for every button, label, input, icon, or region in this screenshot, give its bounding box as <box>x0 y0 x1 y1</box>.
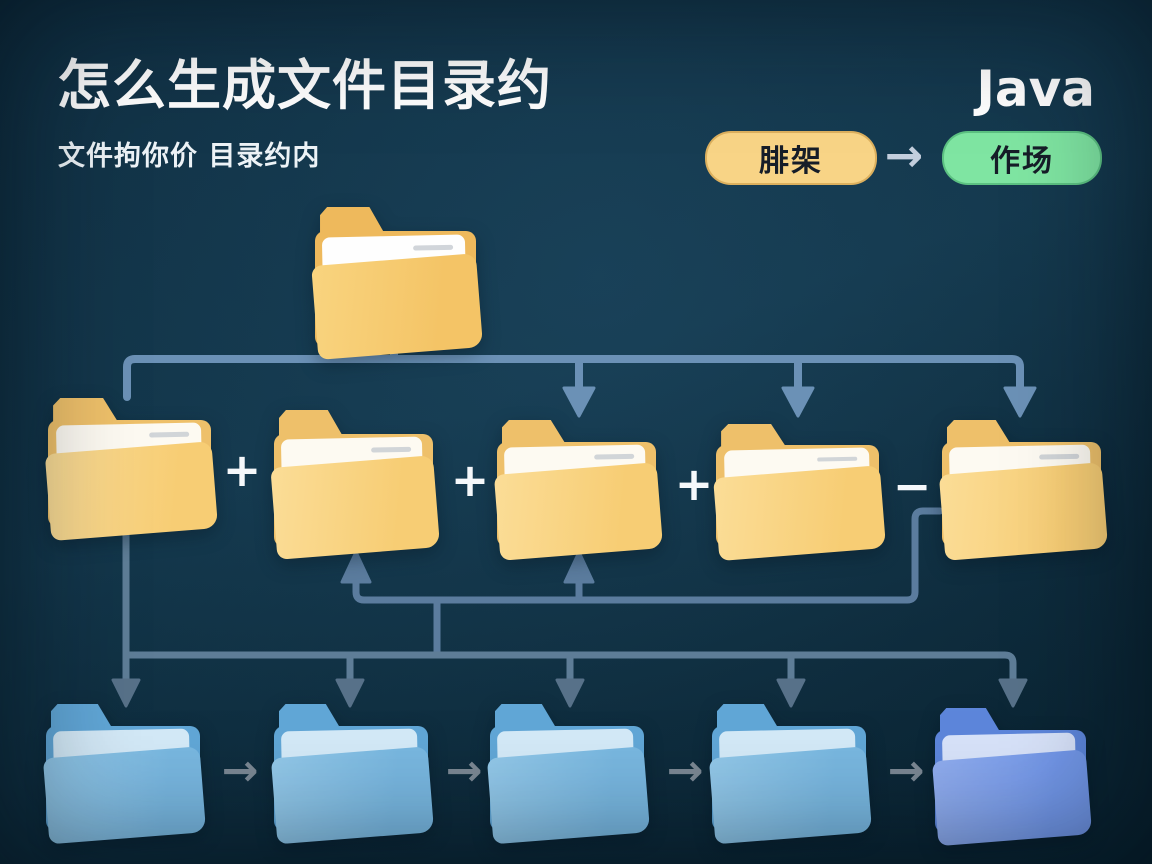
language-label: Java <box>976 60 1095 118</box>
down-arrowhead-child-4 <box>781 386 815 418</box>
down-arrowhead-output-1 <box>111 678 141 708</box>
root-folder-icon <box>311 207 484 361</box>
child-folder-1-icon <box>45 398 219 541</box>
top-distribution-line <box>123 355 1024 401</box>
operator-plus-2: + <box>450 453 490 507</box>
flow-arrow-1: → <box>221 745 259 797</box>
legend-target-badge: 作场 <box>942 131 1102 185</box>
legend-source-badge: 腓架 <box>705 131 877 185</box>
output-folder-3-icon <box>487 704 651 845</box>
down-arrowhead-child-5 <box>1003 386 1037 418</box>
down-arrowhead-output-5 <box>998 678 1028 708</box>
down-arrowhead-output-3 <box>555 678 585 708</box>
child-folder-3-icon <box>494 420 664 561</box>
page-subtitle: 文件拘你价 目录约内 <box>58 141 321 172</box>
child-folder-2-icon <box>270 410 441 561</box>
page-title: 怎么生成文件目录约 <box>57 54 552 117</box>
child-folder-4-icon <box>713 424 887 561</box>
output-folder-2-icon <box>271 704 435 845</box>
up-arrowhead-child-2 <box>340 550 372 584</box>
legend-target-badge-label: 作场 <box>990 144 1054 179</box>
output-folder-5-icon <box>932 708 1093 846</box>
child-folder-5-icon <box>939 420 1109 561</box>
operator-minus: − <box>892 459 932 513</box>
operator-plus-3: + <box>674 457 714 511</box>
flow-arrow-2: → <box>445 745 483 797</box>
up-arrowhead-child-3 <box>563 550 595 584</box>
output-folder-1-icon <box>43 704 207 845</box>
operator-plus-1: + <box>222 443 262 497</box>
down-arrowhead-output-2 <box>335 678 365 708</box>
output-folder-4-icon <box>709 704 873 845</box>
flow-arrow-3: → <box>666 745 704 797</box>
down-arrowhead-child-3 <box>562 386 596 418</box>
bottom-distribution-line <box>122 651 1017 686</box>
down-arrowhead-output-4 <box>776 678 806 708</box>
legend-source-badge-label: 腓架 <box>759 144 823 179</box>
legend-arrow-icon: → <box>884 128 924 182</box>
flow-arrow-4: → <box>887 745 925 797</box>
